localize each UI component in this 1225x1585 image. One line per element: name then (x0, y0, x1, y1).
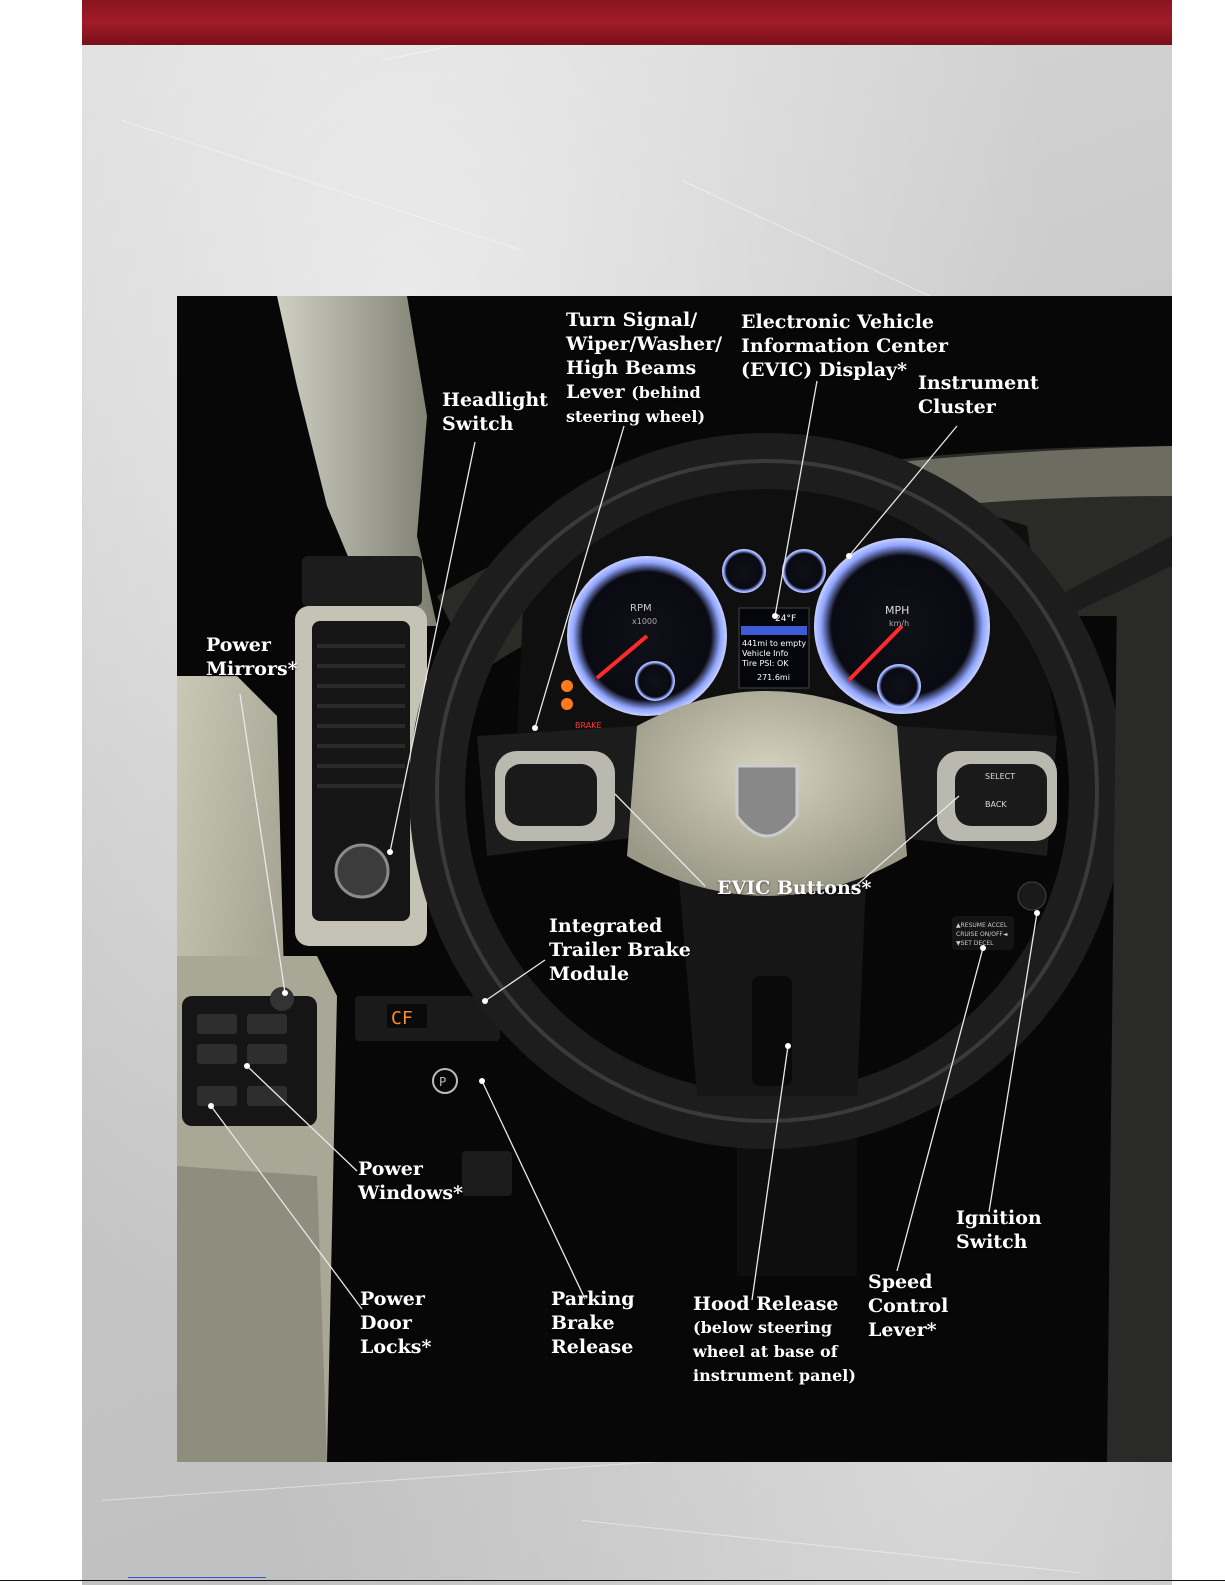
cruise-line-3: ▼SET DECEL (956, 940, 994, 947)
label-speed-control: Speed Control Lever* (868, 1271, 949, 1341)
evic-line-3: Tire PSI: OK (741, 659, 789, 668)
header-bar (82, 0, 1172, 45)
mph-label: MPH (885, 604, 909, 617)
evic-right-button-pad (955, 764, 1047, 826)
label-power-door-locks: Power Door Locks* (360, 1288, 432, 1358)
evic-line-2: Vehicle Info (742, 649, 788, 658)
label-power-windows: Power Windows* (358, 1158, 463, 1204)
rpm-scale-label: x1000 (632, 617, 657, 626)
label-power-mirrors: Power Mirrors* (206, 634, 298, 680)
a-pillar (277, 296, 437, 626)
evic-left-button-pad (505, 764, 597, 826)
label-instrument-cluster: Instrument Cluster (918, 372, 1039, 418)
select-button-label: SELECT (985, 772, 1015, 781)
label-turn-signal: Turn Signal/ Wiper/Washer/ High Beams Le… (566, 309, 723, 426)
dashboard-photo: CF P RPM x1000 MPH km/h 24°F 441mi to em… (177, 296, 1172, 1462)
label-headlight-switch: Headlight Switch (442, 389, 548, 435)
cruise-line-1: ▲RESUME ACCEL (956, 922, 1008, 929)
leader-lines (210, 380, 1038, 1310)
ignition-icon (1017, 881, 1047, 911)
evic-temp: 24°F (775, 614, 796, 624)
trailer-brake-module (355, 996, 500, 1041)
label-evic-buttons: EVIC Buttons* (717, 877, 872, 899)
footer-rule (0, 1580, 1225, 1581)
label-trailer-brake: Integrated Trailer Brake Module (549, 915, 691, 985)
label-evic-display: Electronic Vehicle Information Center (E… (741, 311, 948, 381)
rpm-label: RPM (630, 603, 652, 614)
ram-logo-icon (735, 764, 799, 838)
footer-link-underline (128, 1577, 266, 1578)
trailer-display-text: CF (391, 1008, 413, 1029)
headlight-knob (334, 843, 390, 899)
evic-line-4: 271.6mi (757, 673, 790, 682)
cruise-line-2: CRUISE ON/OFF◄ (956, 931, 1008, 938)
svg-text:P: P (439, 1075, 446, 1089)
brake-indicator: BRAKE (575, 721, 602, 730)
evic-display (738, 607, 810, 689)
label-parking-brake: Parking Brake Release (551, 1288, 635, 1358)
parking-brake-icon (432, 1068, 458, 1094)
label-hood-release: Hood Release (below steering wheel at ba… (693, 1293, 856, 1385)
evic-line-1: 441mi to empty (742, 639, 806, 648)
truck-dashboard-illustration: CF P RPM x1000 MPH km/h 24°F 441mi to em… (177, 296, 1172, 1462)
kmh-label: km/h (889, 619, 909, 628)
cruise-control-switch (952, 916, 1014, 950)
back-button-label: BACK (985, 800, 1007, 809)
label-ignition-switch: Ignition Switch (956, 1207, 1042, 1253)
